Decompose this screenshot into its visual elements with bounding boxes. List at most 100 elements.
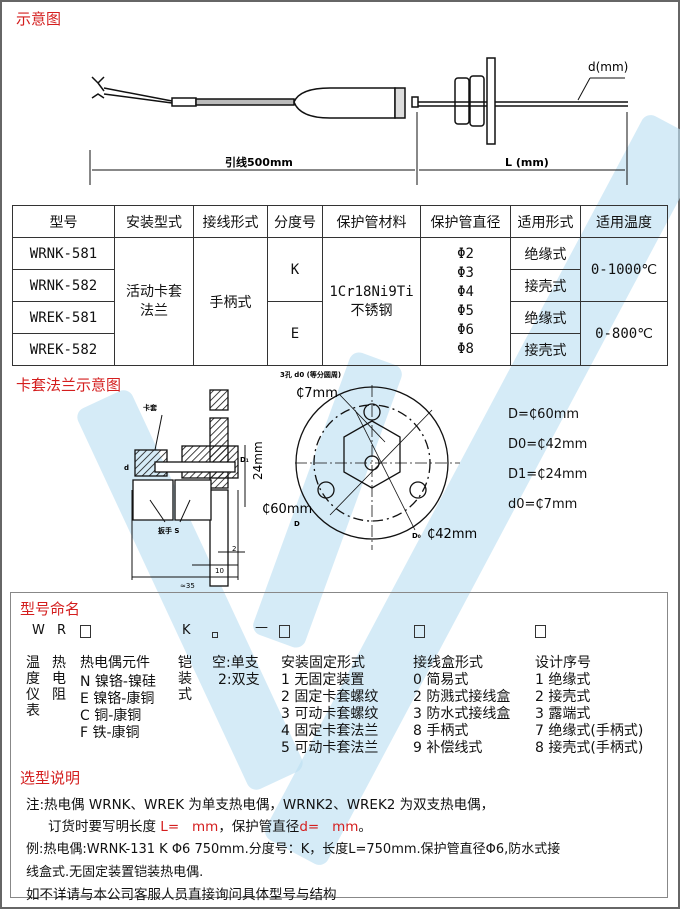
list-item: 8 接壳式(手柄式) xyxy=(535,740,644,756)
section-title-selection: 选型说明 xyxy=(20,769,81,787)
dim-35: ≈35 xyxy=(180,582,195,590)
code-k: K xyxy=(182,623,191,638)
form-cell: 绝缘式 xyxy=(510,301,581,334)
d1-mark: D₁ xyxy=(240,456,249,464)
temp-cell: 0-800℃ xyxy=(580,301,668,366)
list-item: E 镍铬-康铜 xyxy=(80,691,155,707)
element-column: 热电偶元件 N 镍铬-镍硅 E 镍铬-康铜 C 铜-康铜 F 铁-康铜 xyxy=(80,655,156,742)
header-graduation: 分度号 xyxy=(267,205,323,238)
header-diameter: 保护管直径 xyxy=(420,205,511,238)
table-row: WREK-581 E 绝缘式 0-800℃ xyxy=(12,301,668,366)
graduation-cell: E xyxy=(267,301,323,366)
spec-hole: d0=₵7mm xyxy=(508,497,578,512)
list-item: 5 可动卡套法兰 xyxy=(281,740,379,756)
graduation-cell: K xyxy=(267,237,323,302)
list-item: N 镍铬-镍硅 xyxy=(80,674,156,690)
table-row: WREK-582 接壳式 xyxy=(12,333,668,366)
header-material: 保护管材料 xyxy=(322,205,421,238)
list-item: 7 绝缘式(手柄式) xyxy=(535,723,644,739)
header-install: 安装型式 xyxy=(114,205,194,238)
install-cell: 活动卡套法兰 xyxy=(114,237,194,366)
list-item: 3 防水式接线盒 xyxy=(413,706,511,722)
mount-column: 安装固定形式 1 无固定装置 2 固定卡套螺纹 3 可动卡套螺纹 4 固定卡套法… xyxy=(281,655,378,757)
spec-d1: D1=₵24mm xyxy=(508,467,588,482)
list-item: 3 可动卡套螺纹 xyxy=(281,706,379,722)
table-header-row: 型号 安装型式 接线形式 分度号 保护管材料 保护管直径 适用形式 适用温度 xyxy=(12,205,668,238)
column-title: 安装固定形式 xyxy=(281,655,365,671)
height-dim: 24mm xyxy=(251,441,265,480)
example-line: 线盒式.无固定装置铠装热电偶. xyxy=(26,865,204,880)
model-cell: WRNK-582 xyxy=(12,269,115,302)
model-cell: WRNK-581 xyxy=(12,237,115,270)
code-slot xyxy=(535,625,546,638)
code-slot xyxy=(80,625,91,638)
column-title: 接线盒形式 xyxy=(413,655,483,671)
ferrule-label: 卡套 xyxy=(143,403,158,412)
table-row: WRNK-582 接壳式 xyxy=(12,269,668,302)
model-cell: WREK-581 xyxy=(12,301,115,334)
model-cell: WREK-582 xyxy=(12,333,115,366)
spec-table: 型号 安装型式 接线形式 分度号 保护管材料 保护管直径 适用形式 适用温度 W… xyxy=(12,205,668,366)
dim-2: 2 xyxy=(232,545,236,553)
header-model: 型号 xyxy=(12,205,115,238)
form-cell: 绝缘式 xyxy=(510,237,581,270)
code-slot xyxy=(414,625,425,638)
list-item: F 铁-康铜 xyxy=(80,725,140,741)
design-column: 设计序号 1 绝缘式 2 接壳式 3 露端式 7 绝缘式(手柄式) 8 接壳式(… xyxy=(535,655,643,757)
d0-mark: D₀ xyxy=(412,532,421,540)
form-cell: 接壳式 xyxy=(510,269,581,302)
code-slot xyxy=(212,632,218,638)
list-item: 2:双支 xyxy=(218,672,260,688)
code-r: R xyxy=(57,623,67,638)
dim-10: 10 xyxy=(215,567,224,575)
list-item: 9 补偿线式 xyxy=(413,740,483,756)
list-item: 空:单支 xyxy=(212,655,259,671)
thermocouple-schematic: 引线500mm L (mm) d(mm) xyxy=(89,57,628,185)
list-item: 2 固定卡套螺纹 xyxy=(281,689,379,705)
form-cell: 接壳式 xyxy=(510,333,581,366)
list-item: 0 简易式 xyxy=(413,672,469,688)
d-small-mark: d xyxy=(124,464,129,472)
hole-dim: ₵7mm xyxy=(296,386,338,401)
header-temp: 适用温度 xyxy=(580,205,668,238)
section-title-flange: 卡套法兰示意图 xyxy=(16,376,122,394)
code-w: W xyxy=(32,623,45,638)
header-wiring: 接线形式 xyxy=(193,205,268,238)
code-slot xyxy=(279,625,290,638)
lead-length-label: 引线500mm xyxy=(225,155,293,169)
note-line: 注:热电偶 WRNK、WREK 为单支热电偶，WRNK2、WREK2 为双支热电… xyxy=(26,797,495,813)
list-item: 4 固定卡套法兰 xyxy=(281,723,379,739)
list-item: 2 接壳式 xyxy=(535,689,591,705)
armored-label: 铠装式 xyxy=(178,655,192,703)
temp-cell: 0-1000℃ xyxy=(580,237,668,302)
flange-specs: D=₵60mm D0=₵42mm D1=₵24mm d0=₵7mm xyxy=(508,400,587,520)
list-item: 1 无固定装置 xyxy=(281,672,365,688)
instrument-label: 温度仪表 xyxy=(26,655,40,719)
resistance-label: 热电阻 xyxy=(52,655,66,703)
flange-diagram: 3孔 d0 (等分圆周) ₵7mm ₵60mm D ₵42mm D₀ 卡套 扳手… xyxy=(124,370,477,590)
list-item: 1 绝缘式 xyxy=(535,672,591,688)
list-item: 3 露端式 xyxy=(535,706,591,722)
wrench-label: 扳手 S xyxy=(158,526,179,535)
list-item: C 铜-康铜 xyxy=(80,708,142,724)
contact-line: 如不详请与本公司客服人员直接询问具体型号与结构 xyxy=(26,887,337,903)
column-title: 设计序号 xyxy=(535,655,591,671)
header-form: 适用形式 xyxy=(510,205,581,238)
branch-column: 空:单支 2:双支 xyxy=(212,655,260,689)
spec-d0: D0=₵42mm xyxy=(508,437,588,452)
outer-dim: ₵60mm xyxy=(262,502,312,517)
box-column: 接线盒形式 0 简易式 2 防溅式接线盒 3 防水式接线盒 8 手柄式 9 补偿… xyxy=(413,655,510,757)
section-title-naming: 型号命名 xyxy=(20,600,81,618)
spec-d: D=₵60mm xyxy=(508,407,580,422)
holes-label: 3孔 d0 (等分圆周) xyxy=(280,370,341,379)
section-title-schematic: 示意图 xyxy=(16,10,62,28)
code-dash: — xyxy=(255,620,268,635)
diameter-label: d(mm) xyxy=(588,60,628,74)
list-item: 2 防溅式接线盒 xyxy=(413,689,511,705)
note-line: 订货时要写明长度 L= mm，保护管直径d= mm。 xyxy=(48,819,372,835)
d-mark: D xyxy=(294,520,300,528)
